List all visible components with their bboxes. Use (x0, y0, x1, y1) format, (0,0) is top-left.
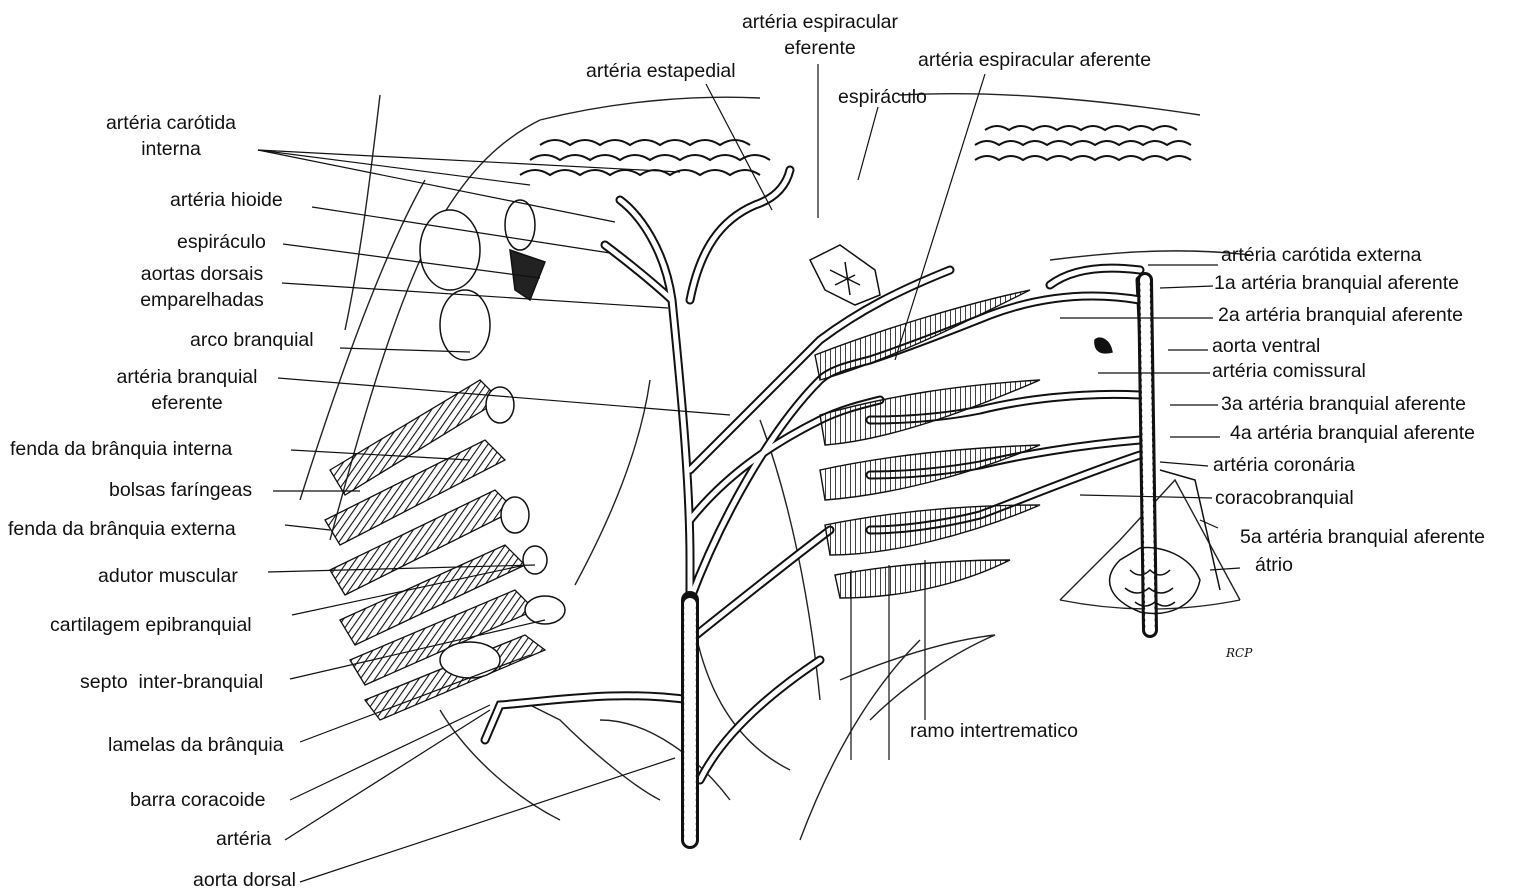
label-espiraculo-top: espiráculo (838, 84, 927, 110)
label-fenda-branquia-externa: fenda da brânquia externa (8, 516, 236, 542)
label-aorta-dorsal: aorta dorsal (193, 867, 296, 893)
label-line: eferente (98, 390, 276, 416)
label-aferente-1: 1a artéria branquial aferente (1214, 270, 1459, 296)
label-arteria-carotida-interna: artéria carótida interna (86, 110, 256, 162)
label-aorta-ventral: aorta ventral (1212, 333, 1320, 359)
label-arteria-carotida-externa: artéria carótida externa (1221, 242, 1422, 268)
gill-arches-left (325, 380, 545, 720)
label-aferente-3: 3a artéria branquial aferente (1221, 391, 1466, 417)
label-arteria-estapedial: artéria estapedial (586, 58, 736, 84)
label-lamelas-branquia: lamelas da brânquia (108, 732, 284, 758)
label-aferente-2: 2a artéria branquial aferente (1218, 302, 1463, 328)
label-line: interna (86, 136, 256, 162)
label-aferente-5: 5a artéria branquial aferente (1240, 524, 1485, 550)
label-cartilagem-epibranquial: cartilagem epibranquial (50, 612, 252, 638)
label-line: artéria espiracular (725, 9, 915, 35)
label-adutor-muscular: adutor muscular (98, 563, 238, 589)
label-atrio: átrio (1255, 552, 1293, 578)
label-bolsas-faringeas: bolsas faríngeas (109, 477, 252, 503)
label-line: artéria carótida (86, 110, 256, 136)
label-line: artéria branquial (98, 364, 276, 390)
label-coracobranquial: coracobranquial (1215, 485, 1354, 511)
label-espiraculo-left: espiráculo (177, 229, 266, 255)
label-arteria-coronaria: artéria coronária (1213, 452, 1355, 478)
label-fenda-branquia-interna: fenda da brânquia interna (10, 436, 232, 462)
label-arco-branquial: arco branquial (190, 327, 314, 353)
dorsal-wavy-band (520, 126, 1191, 175)
label-aortas-dorsais: aortas dorsais emparelhadas (122, 261, 282, 313)
label-arteria-branquial-eferente: artéria branquial eferente (98, 364, 276, 416)
label-line: aortas dorsais (122, 261, 282, 287)
label-arteria-hioide: artéria hioide (170, 187, 283, 213)
label-line: emparelhadas (122, 287, 282, 313)
label-septo-interbranquial: septo inter-branquial (80, 669, 263, 695)
heart-drawing (1095, 338, 1220, 613)
label-line: eferente (725, 35, 915, 61)
label-aferente-4: 4a artéria branquial aferente (1230, 420, 1475, 446)
label-arteria-espiracular-eferente: artéria espiracular eferente (725, 9, 915, 61)
label-arteria: artéria (216, 826, 271, 852)
label-barra-coracoide: barra coracoide (130, 787, 266, 813)
artist-signature: RCP (1226, 640, 1252, 666)
label-arteria-comissural: artéria comissural (1212, 358, 1366, 384)
label-arteria-espiracular-aferente: artéria espiracular aferente (918, 47, 1151, 73)
gill-filaments (815, 290, 1040, 598)
label-ramo-intertrematico: ramo intertrematico (910, 718, 1078, 744)
